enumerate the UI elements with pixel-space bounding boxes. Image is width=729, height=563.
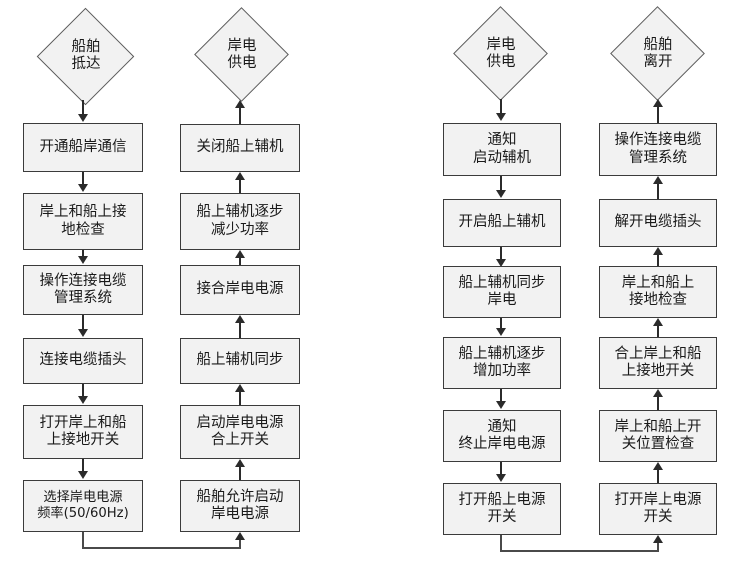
step-col3-4: 船上辅机逐步 增加功率 [443, 337, 561, 389]
connector-col3-4-5 [500, 389, 502, 403]
step-col1-6: 选择岸电电源 频率(50/60Hz) [23, 480, 143, 532]
connector-col1-1-2 [82, 172, 84, 186]
arrowhead-col1-1-2 [78, 184, 88, 192]
step-col4-6: 打开岸上电源 开关 [599, 483, 717, 535]
step-col4-4: 合上岸上和船 上接地开关 [599, 337, 717, 389]
step-col1-4: 连接电缆插头 [23, 338, 143, 384]
step-col4-3: 岸上和船上 接地检查 [599, 266, 717, 318]
arrowhead-t3-to-s1 [496, 113, 506, 121]
step-col3-5: 通知 终止岸电电源 [443, 410, 561, 462]
arrowhead-col4-6-5 [653, 462, 663, 470]
connector-col3-3-4 [500, 318, 502, 330]
arrowhead-col4-4-3 [653, 318, 663, 326]
arrowhead-col2-1-to-t2 [235, 100, 245, 108]
connector-col4-4-3 [657, 326, 659, 337]
step-col4-5: 岸上和船上开 关位置检查 [599, 410, 717, 462]
arrowhead-col2-4-3 [235, 315, 245, 323]
arrowhead-col3-1-2 [496, 190, 506, 198]
connector-col4-1-to-t4 [657, 107, 659, 123]
step-col2-5: 启动岸电电源 合上开关 [180, 405, 300, 459]
arrowhead-col3-3-4 [496, 328, 506, 336]
connector-col3-1-2 [500, 176, 502, 193]
arrowhead-col1-5-6 [78, 471, 88, 479]
connector-col2-5-4 [239, 392, 241, 405]
step-col1-2: 岸上和船上接 地检查 [23, 193, 143, 250]
arrowhead-crossover-left [235, 532, 245, 540]
arrowhead-col2-5-4 [235, 384, 245, 392]
arrowhead-col3-4-5 [496, 401, 506, 409]
arrowhead-col1-3-4 [78, 329, 88, 337]
crossover-left-across [82, 547, 241, 549]
step-col4-2: 解开电缆插头 [599, 199, 717, 247]
crossover-right-up [657, 543, 659, 552]
connector-col1-5-6 [82, 459, 84, 473]
connector-col1-2-3 [82, 250, 84, 259]
arrowhead-col1-4-5 [78, 396, 88, 404]
arrowhead-col3-5-6 [496, 474, 506, 482]
arrowhead-col4-1-to-t4 [653, 99, 663, 107]
connector-t3-to-s1 [500, 99, 502, 115]
connector-col4-6-5 [657, 470, 659, 483]
step-col1-5: 打开岸上和船 上接地开关 [23, 405, 143, 459]
connector-col3-5-6 [500, 462, 502, 476]
arrowhead-col4-3-2 [653, 247, 663, 255]
step-col1-3: 操作连接电缆 管理系统 [23, 265, 143, 315]
arrowhead-t1-to-s1 [78, 114, 88, 122]
connector-col4-3-2 [657, 255, 659, 266]
step-col1-1: 开通船岸通信 [23, 123, 143, 172]
arrowhead-col1-2-3 [78, 256, 88, 264]
step-col3-2: 开启船上辅机 [443, 199, 561, 247]
step-col2-2: 船上辅机逐步 减少功率 [180, 193, 300, 250]
connector-col2-2-1 [239, 180, 241, 193]
arrowhead-col4-2-1 [653, 176, 663, 184]
connector-col2-6-5 [239, 467, 241, 480]
connector-col4-2-1 [657, 184, 659, 199]
step-col3-1: 通知 启动辅机 [443, 123, 561, 176]
arrowhead-col3-2-3 [496, 259, 506, 267]
crossover-right-down [500, 535, 502, 552]
crossover-right-across [500, 550, 659, 552]
step-col3-6: 打开船上电源 开关 [443, 483, 561, 535]
step-col2-3: 接合岸电电源 [180, 265, 300, 315]
terminal-shore-power-supply-1 [194, 7, 289, 102]
connector-col4-5-4 [657, 397, 659, 410]
terminal-shore-power-supply-2 [453, 6, 548, 101]
connector-col2-4-3 [239, 323, 241, 338]
step-col4-1: 操作连接电缆 管理系统 [599, 123, 717, 176]
terminal-ship-arrival [36, 7, 135, 106]
arrowhead-col2-2-1 [235, 172, 245, 180]
step-col2-4: 船上辅机同步 [180, 338, 300, 384]
connector-col3-2-3 [500, 247, 502, 262]
connector-t1-to-s1 [82, 100, 84, 116]
step-col2-6: 船舶允许启动 岸电电源 [180, 480, 300, 532]
step-col3-3: 船上辅机同步 岸电 [443, 266, 561, 318]
arrowhead-col2-6-5 [235, 459, 245, 467]
crossover-left-up [239, 540, 241, 549]
arrowhead-col2-3-2 [235, 250, 245, 258]
connector-col2-3-2 [239, 258, 241, 265]
arrowhead-col4-5-4 [653, 389, 663, 397]
connector-col1-4-5 [82, 384, 84, 398]
connector-col1-3-4 [82, 315, 84, 331]
connector-col2-1-to-t2 [239, 108, 241, 124]
crossover-left-down [82, 532, 84, 549]
step-col2-1: 关闭船上辅机 [180, 124, 300, 172]
arrowhead-crossover-right [653, 535, 663, 543]
terminal-ship-departure [610, 6, 705, 101]
